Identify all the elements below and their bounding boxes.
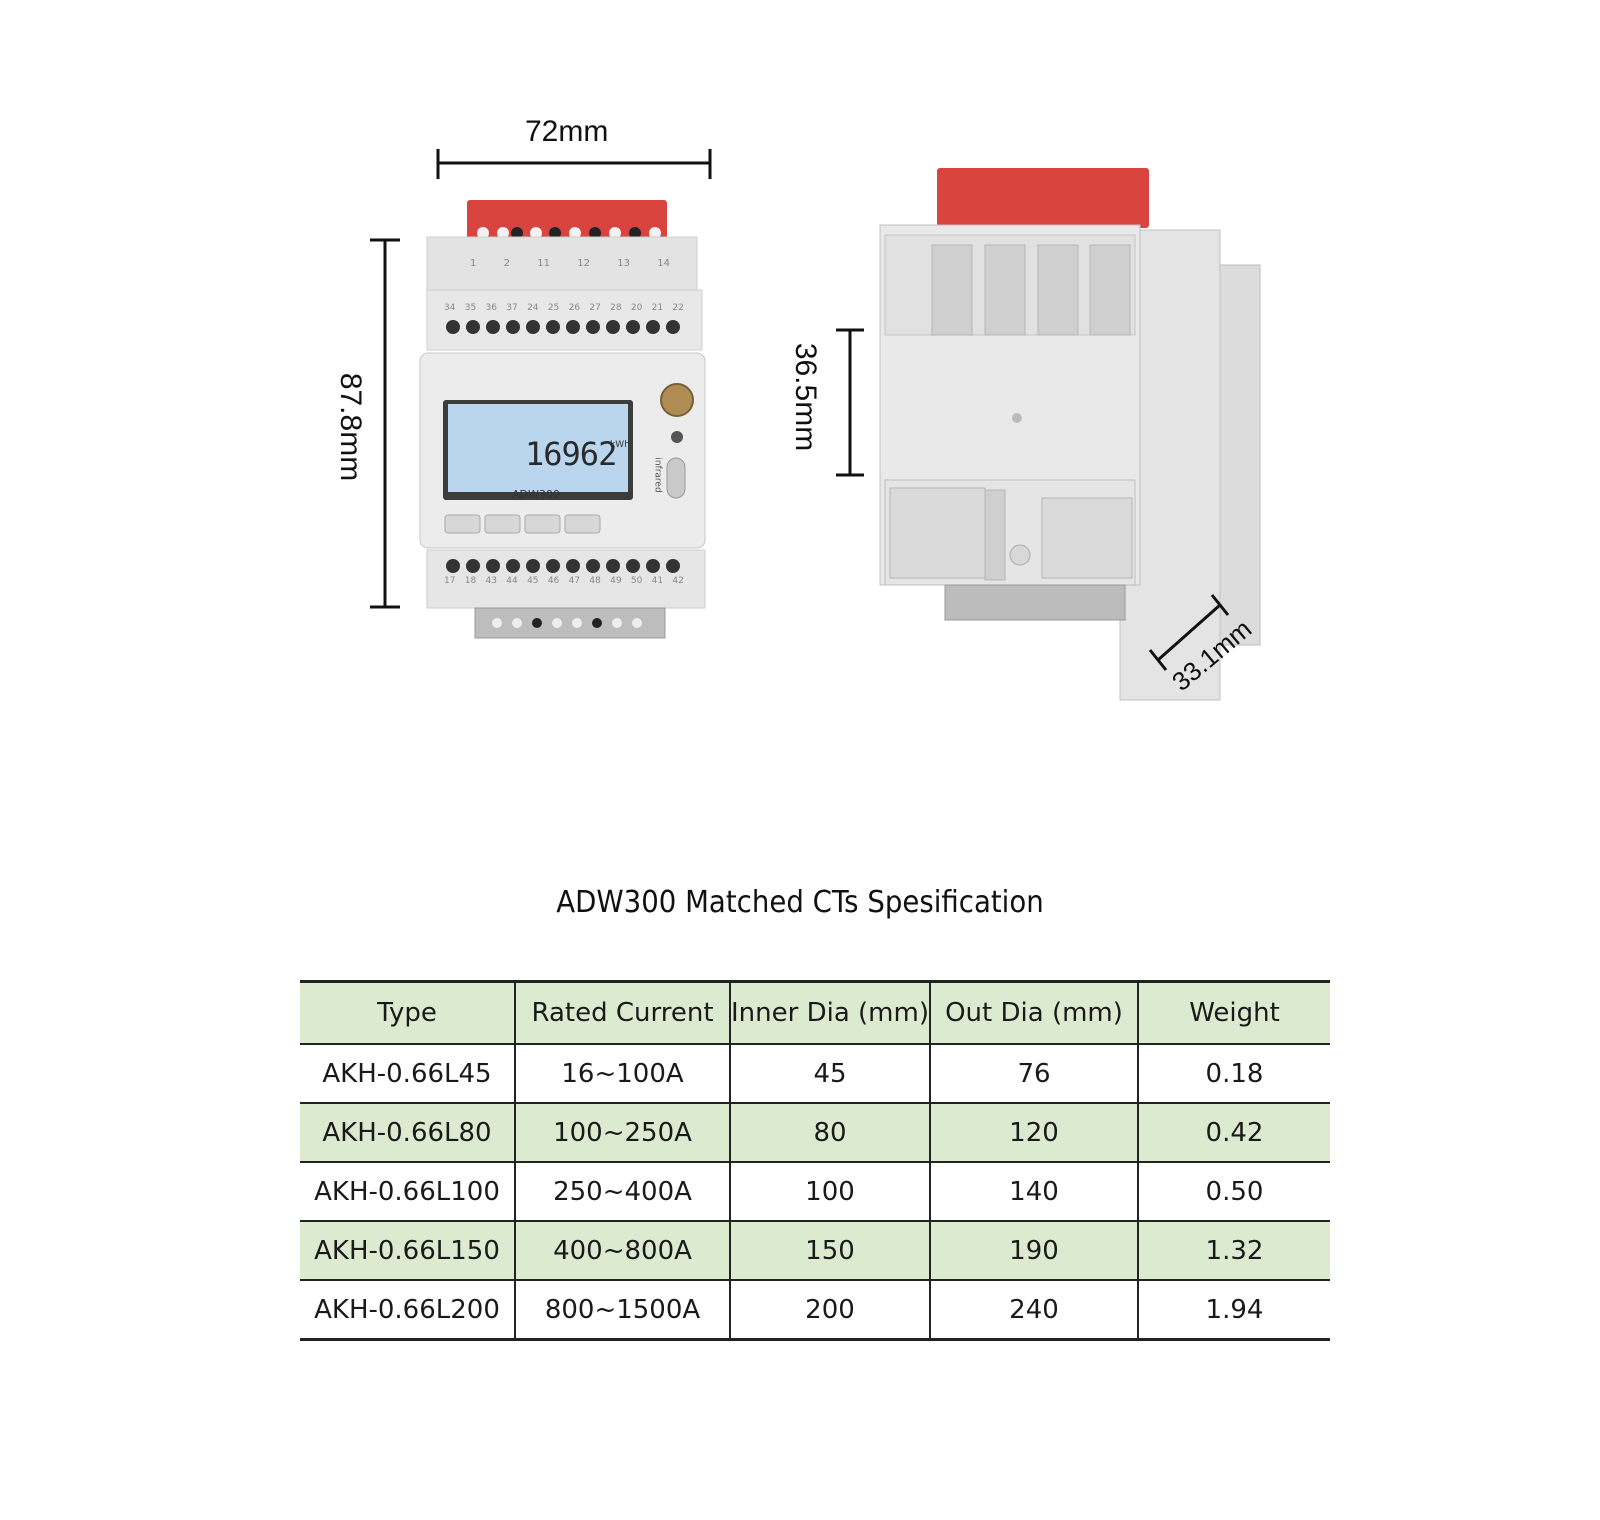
lcd-reading: 16962 [525, 435, 617, 473]
device-model-label: ADW300 [512, 488, 560, 501]
width-dimension-line [436, 149, 712, 179]
cell-type: AKH-0.66L150 [300, 1221, 516, 1281]
table-header-row: Type Rated Current Inner Dia (mm) Out Di… [300, 980, 1330, 1045]
cell-rated-current: 250~400A [515, 1162, 731, 1222]
cell-rated-current: 400~800A [515, 1221, 731, 1281]
cell-weight: 0.18 [1138, 1044, 1330, 1104]
cell-weight: 1.32 [1138, 1221, 1330, 1281]
cell-type: AKH-0.66L200 [300, 1280, 516, 1341]
header-weight: Weight [1138, 980, 1330, 1045]
height-dimension-label: 87.8mm [334, 372, 367, 482]
cell-weight: 1.94 [1138, 1280, 1330, 1341]
cell-out-dia: 240 [930, 1280, 1139, 1341]
table-row: AKH-0.66L200 800~1500A 200 240 1.94 [300, 1280, 1330, 1341]
cell-out-dia: 140 [930, 1162, 1139, 1222]
cell-inner-dia: 150 [730, 1221, 931, 1281]
cell-out-dia: 190 [930, 1221, 1139, 1281]
cell-weight: 0.42 [1138, 1103, 1330, 1163]
cell-inner-dia: 80 [730, 1103, 931, 1163]
depth-dimension-label: 36.5mm [789, 342, 822, 452]
header-inner-dia: Inner Dia (mm) [730, 980, 931, 1045]
table-row: AKH-0.66L45 16~100A 45 76 0.18 [300, 1044, 1330, 1104]
front-view-illustration: 72mm 87.8mm [0, 0, 800, 760]
header-type: Type [300, 980, 516, 1045]
height-dimension-line [370, 238, 400, 609]
cell-rated-current: 100~250A [515, 1103, 731, 1163]
ct-spec-table: Type Rated Current Inner Dia (mm) Out Di… [300, 980, 1330, 1341]
cell-rated-current: 16~100A [515, 1044, 731, 1104]
table-row: AKH-0.66L80 100~250A 80 120 0.42 [300, 1103, 1330, 1163]
cell-type: AKH-0.66L100 [300, 1162, 516, 1222]
side-device-body [836, 168, 1261, 701]
cell-inner-dia: 200 [730, 1280, 931, 1341]
width-dimension-label: 72mm [525, 115, 609, 148]
infrared-label: infrared [652, 457, 663, 493]
header-rated-current: Rated Current [515, 980, 731, 1045]
cell-rated-current: 800~1500A [515, 1280, 731, 1341]
cell-type: AKH-0.66L80 [300, 1103, 516, 1163]
cell-weight: 0.50 [1138, 1162, 1330, 1222]
front-device-body [419, 200, 706, 639]
table-row: AKH-0.66L150 400~800A 150 190 1.32 [300, 1221, 1330, 1281]
header-out-dia: Out Dia (mm) [930, 980, 1139, 1045]
cell-out-dia: 120 [930, 1103, 1139, 1163]
cell-out-dia: 76 [930, 1044, 1139, 1104]
side-view-illustration: 36.5mm 33.1mm [780, 150, 1280, 730]
table-row: AKH-0.66L100 250~400A 100 140 0.50 [300, 1162, 1330, 1222]
table-title: ADW300 Matched CTs Spesification [556, 885, 1044, 920]
lcd-unit: kWh [610, 440, 630, 450]
cell-inner-dia: 100 [730, 1162, 931, 1222]
cell-type: AKH-0.66L45 [300, 1044, 516, 1104]
cell-inner-dia: 45 [730, 1044, 931, 1104]
